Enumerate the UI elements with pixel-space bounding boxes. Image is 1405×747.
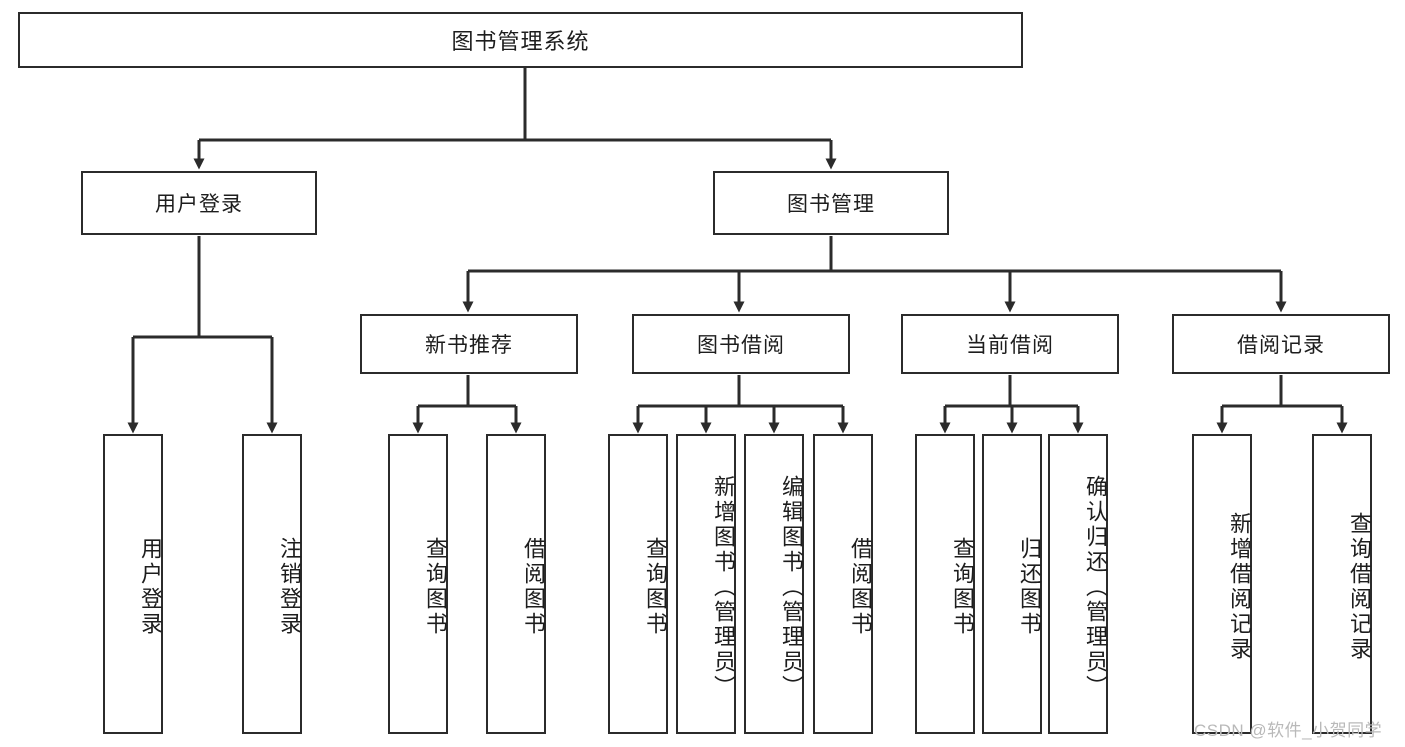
node-label: 借阅记录 (1237, 334, 1325, 357)
leaf-current-return-book[interactable]: 归还图书 (982, 434, 1042, 734)
node-book-management[interactable]: 图书管理 (713, 171, 949, 235)
node-book-borrow[interactable]: 图书借阅 (632, 314, 850, 374)
node-label: 图书管理系统 (451, 29, 590, 54)
node-label: 查询图书 (423, 537, 448, 637)
node-root-system[interactable]: 图书管理系统 (18, 12, 1023, 68)
node-label: 当前借阅 (966, 334, 1054, 357)
node-label: 编辑图书（管理员） (779, 474, 804, 700)
leaf-user-login[interactable]: 用户登录 (103, 434, 163, 734)
node-label: 注销登录 (277, 537, 302, 637)
leaf-recommend-borrow-book[interactable]: 借阅图书 (486, 434, 546, 734)
leaf-current-query-book[interactable]: 查询图书 (915, 434, 975, 734)
leaf-borrow-edit-book[interactable]: 编辑图书（管理员） (744, 434, 804, 734)
node-label: 新增图书（管理员） (711, 474, 736, 700)
leaf-borrow-add-book[interactable]: 新增图书（管理员） (676, 434, 736, 734)
leaf-borrow-borrow-book[interactable]: 借阅图书 (813, 434, 873, 734)
node-label: 图书管理 (787, 193, 875, 216)
node-borrow-record[interactable]: 借阅记录 (1172, 314, 1390, 374)
node-label: 新书推荐 (425, 334, 513, 357)
node-label: 确认归还（管理员） (1083, 474, 1108, 700)
node-label: 用户登录 (155, 193, 243, 216)
node-label: 查询图书 (643, 537, 668, 637)
leaf-current-confirm-return[interactable]: 确认归还（管理员） (1048, 434, 1108, 734)
node-label: 归还图书 (1017, 537, 1042, 637)
node-label: 图书借阅 (697, 334, 785, 357)
leaf-record-add[interactable]: 新增借阅记录 (1192, 434, 1252, 734)
node-label: 新增借阅记录 (1227, 512, 1252, 662)
leaf-user-logout[interactable]: 注销登录 (242, 434, 302, 734)
node-user-login[interactable]: 用户登录 (81, 171, 317, 235)
node-new-book-recommend[interactable]: 新书推荐 (360, 314, 578, 374)
node-label: 查询图书 (950, 537, 975, 637)
leaf-record-query[interactable]: 查询借阅记录 (1312, 434, 1372, 734)
node-label: 查询借阅记录 (1347, 512, 1372, 662)
node-label: 借阅图书 (848, 537, 873, 637)
node-current-borrow[interactable]: 当前借阅 (901, 314, 1119, 374)
node-label: 用户登录 (138, 537, 163, 637)
leaf-borrow-query-book[interactable]: 查询图书 (608, 434, 668, 734)
leaf-recommend-query-book[interactable]: 查询图书 (388, 434, 448, 734)
node-label: 借阅图书 (521, 537, 546, 637)
